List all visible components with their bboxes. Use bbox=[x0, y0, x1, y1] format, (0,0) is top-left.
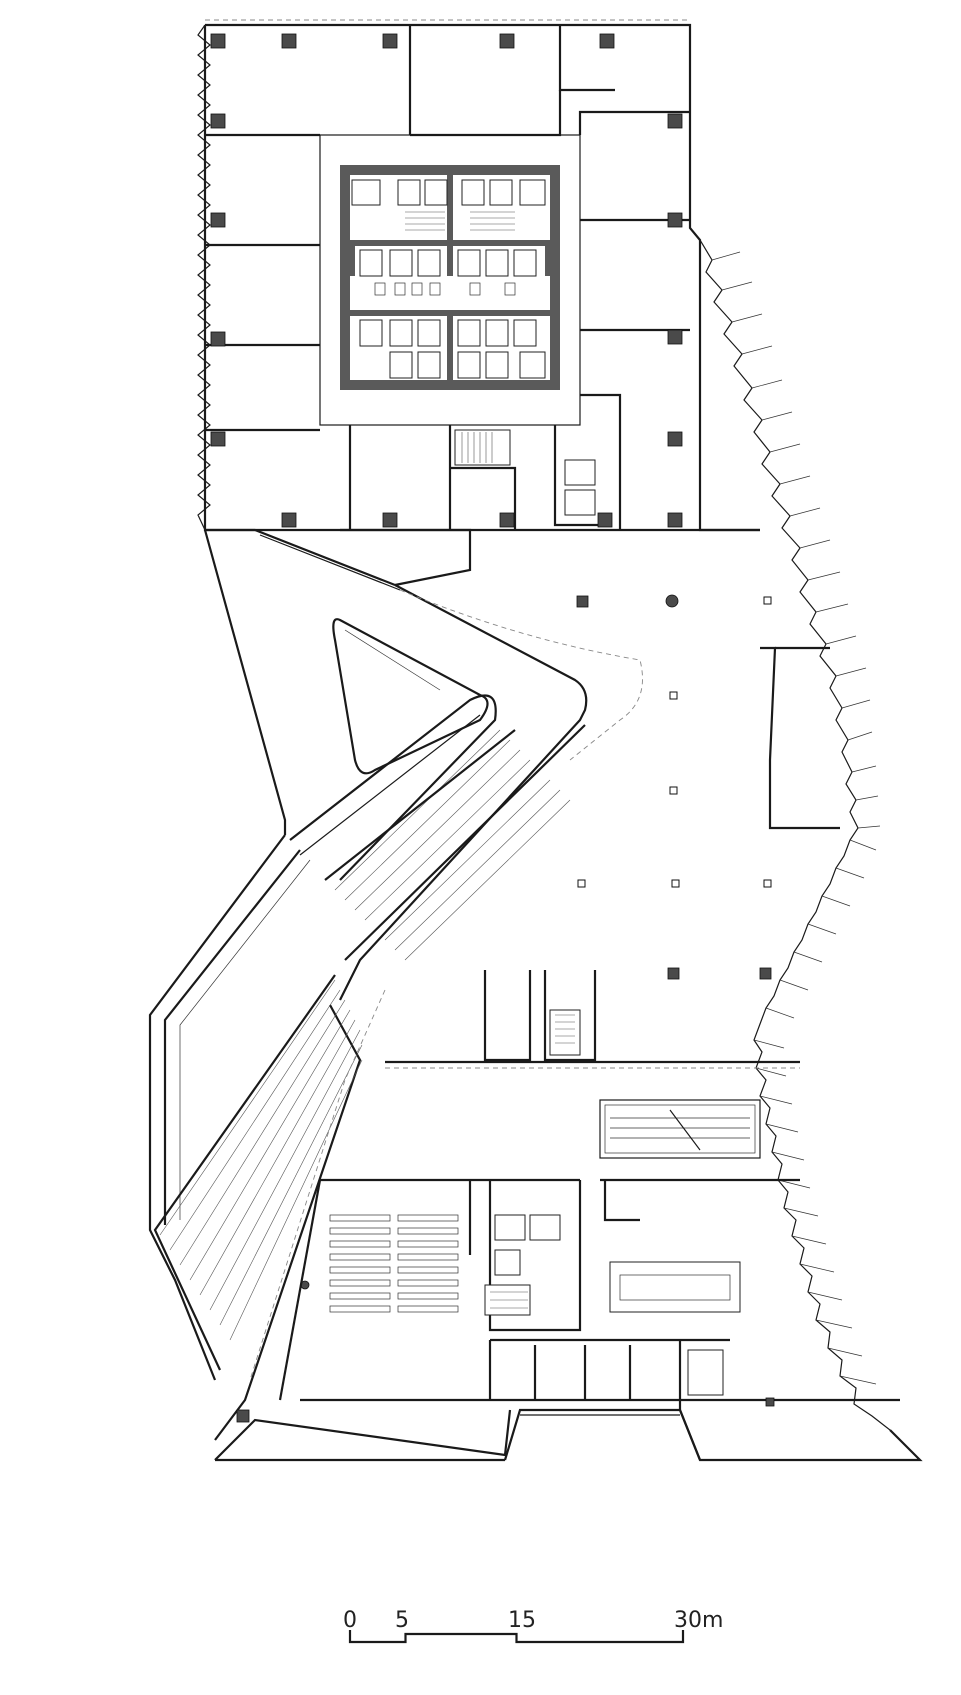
scale-bar bbox=[348, 1630, 685, 1644]
west-facade-sawtooth bbox=[197, 24, 211, 531]
tower-stair-a bbox=[461, 432, 493, 463]
scale-tick-30: 30m bbox=[674, 1608, 723, 1633]
scale-tick-0: 0 bbox=[343, 1608, 357, 1633]
podium-hall bbox=[148, 528, 923, 1462]
west-ramp-stair bbox=[159, 979, 363, 1341]
scale-tick-15: 15 bbox=[508, 1608, 536, 1633]
escalator-bank bbox=[599, 1099, 761, 1159]
tower-columns bbox=[210, 33, 683, 528]
hall-columns bbox=[576, 594, 772, 980]
east-facade-fins bbox=[689, 227, 891, 1431]
auditorium-seating bbox=[329, 1214, 459, 1313]
tower-block bbox=[197, 19, 760, 532]
elevator-core bbox=[340, 165, 560, 390]
scale-tick-5: 5 bbox=[395, 1608, 409, 1633]
